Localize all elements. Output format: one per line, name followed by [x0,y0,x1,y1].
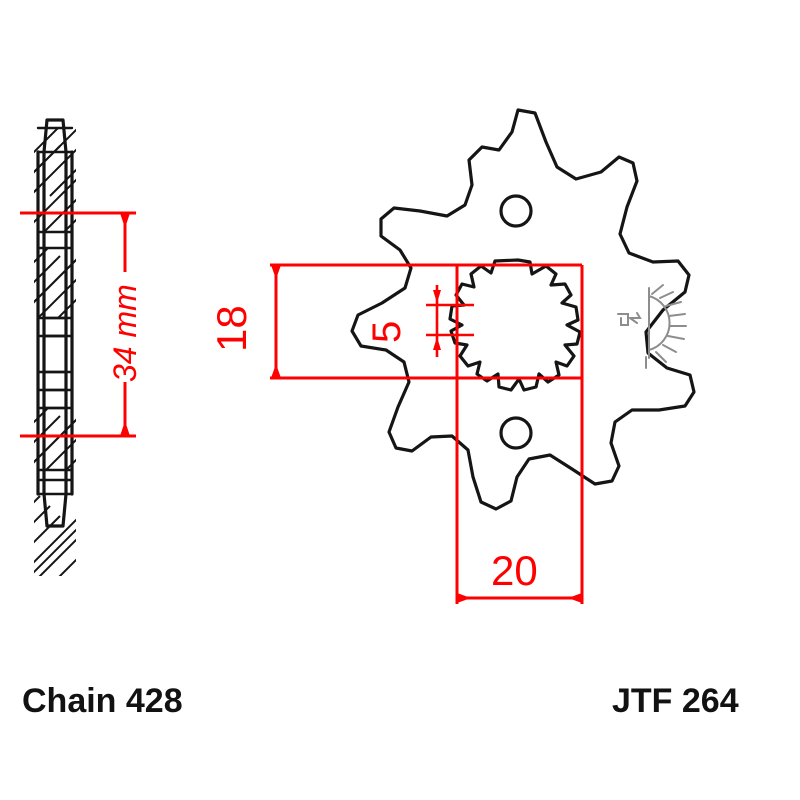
sprocket-tooth-outline [350,108,696,511]
dimension-label-20: 20 [491,547,538,594]
splined-bore [448,258,582,392]
dimension-18: 18 [208,263,582,380]
lower-bolt-hole [499,416,533,450]
side-hatch-upper-2 [34,248,76,318]
side-hatch-lower-1 [34,408,76,470]
side-hatch-upper-1 [34,128,76,232]
side-section-view [34,118,76,576]
sprocket-face-view [350,108,696,511]
side-inner-windows [42,316,68,410]
chain-label: Chain 428 [22,682,183,720]
side-hatch-lower-2 [34,495,76,576]
dimension-20: 20 [455,265,584,604]
upper-bolt-hole [499,194,533,228]
dimension-label-5: 5 [365,321,409,343]
dimension-thickness-34mm: 34 mm [20,211,143,438]
dimension-label-18: 18 [208,305,255,352]
dimension-label-thickness: 34 mm [107,284,143,382]
side-profile-outline [42,118,68,528]
surface-finish-symbol-icon [617,284,687,369]
dimension-5: 5 [365,285,474,357]
part-number-label: JTF 264 [612,682,739,720]
